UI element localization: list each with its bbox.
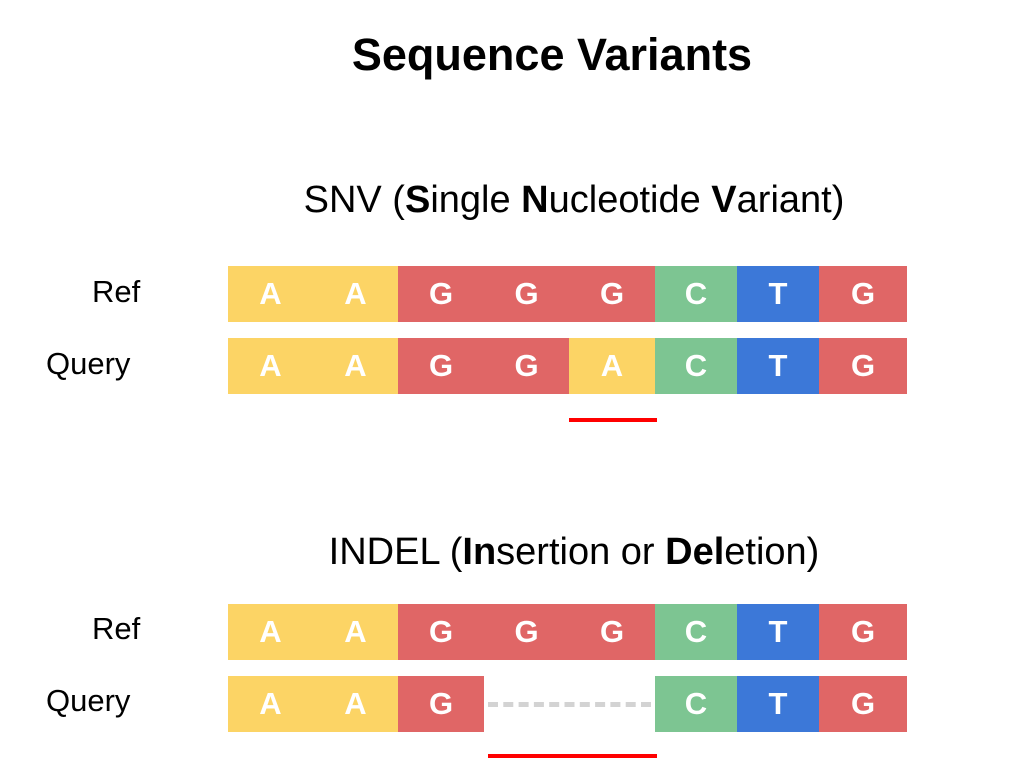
base-g: G: [569, 266, 655, 322]
indel-title-part: In: [462, 531, 497, 573]
base-t: T: [737, 338, 819, 394]
base-g: G: [484, 604, 569, 660]
snv-variant-marker: [569, 418, 657, 422]
base-a: A: [313, 338, 398, 394]
base-t: T: [737, 266, 819, 322]
base-g: G: [569, 604, 655, 660]
base-a: A: [313, 604, 398, 660]
indel-title-part: sertion or: [496, 531, 666, 573]
snv-title-part: ingle: [430, 179, 522, 221]
base-t: T: [737, 676, 819, 732]
page-title: Sequence Variants: [351, 29, 753, 80]
base-c: C: [655, 266, 737, 322]
base-a: A: [569, 338, 655, 394]
snv-title-part: ucleotide: [548, 179, 712, 221]
base-a: A: [228, 266, 313, 322]
base-a: A: [313, 676, 398, 732]
snv-title-part: N: [521, 179, 549, 221]
snv-title-part: S: [404, 179, 431, 221]
base-a: A: [313, 266, 398, 322]
base-a: A: [228, 338, 313, 394]
base-g: G: [398, 604, 484, 660]
snv-title-part: V: [711, 179, 737, 221]
indel-title-part: Del: [665, 531, 725, 573]
indel-query-label: Query: [46, 683, 131, 718]
base-g: G: [819, 266, 907, 322]
snv-title: SNV (Single Nucleotide Variant): [0, 178, 1009, 222]
indel-title-part: INDEL (: [328, 531, 463, 573]
deletion-gap-line: [488, 702, 651, 707]
base-g: G: [484, 266, 569, 322]
base-c: C: [655, 676, 737, 732]
indel-variant-marker: [488, 754, 657, 758]
snv-title-part: SNV (: [303, 179, 405, 221]
base-c: C: [655, 338, 737, 394]
indel-title-part: etion): [724, 531, 820, 573]
base-g: G: [398, 676, 484, 732]
base-g: G: [819, 676, 907, 732]
base-c: C: [655, 604, 737, 660]
snv-ref-label: Ref: [92, 274, 141, 309]
base-g: G: [398, 338, 484, 394]
indel-ref-label: Ref: [92, 611, 141, 646]
base-g: G: [819, 338, 907, 394]
base-g: G: [819, 604, 907, 660]
base-t: T: [737, 604, 819, 660]
base-g: G: [484, 338, 569, 394]
indel-title: INDEL (Insertion or Deletion): [0, 530, 1009, 574]
base-g: G: [398, 266, 484, 322]
base-a: A: [228, 604, 313, 660]
snv-query-label: Query: [46, 346, 131, 381]
base-a: A: [228, 676, 313, 732]
snv-title-part: ariant): [736, 179, 845, 221]
